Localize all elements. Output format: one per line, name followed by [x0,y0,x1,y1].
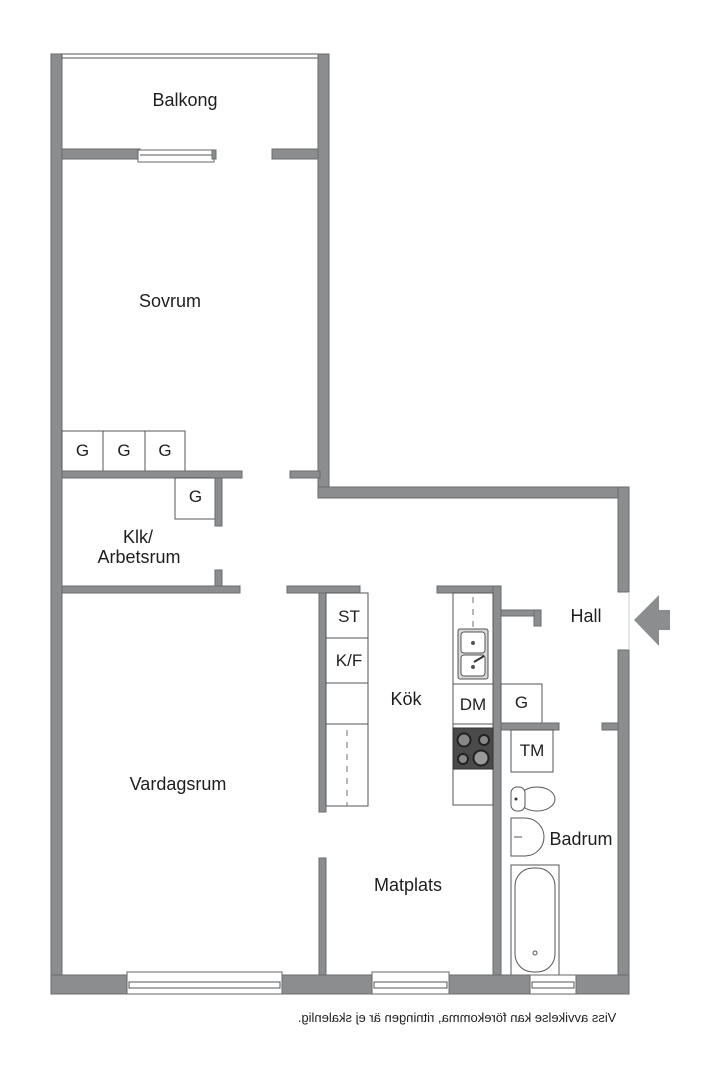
closet-hall [500,683,543,725]
wall-right-lower [617,649,630,995]
wall-balkong-sovrum-left [61,148,141,160]
wall-balkong-sovrum-right [271,148,319,160]
wall-hall-badrum-left [500,722,560,731]
wall-vardagsrum-matplats [318,857,327,979]
closet-sovrum-3 [144,430,186,472]
wall-bottom-2 [281,974,373,995]
room-label-sovrum: Sovrum [138,291,201,311]
wall-right-upper [617,486,630,593]
wall-kitchen-right-top [436,585,501,594]
room-label-badrum: Badrum [549,829,613,849]
wall-klk-right-upper [214,477,223,527]
closet-label-klk: G [188,487,203,506]
closet-label-sovrum-1: G [75,441,90,460]
wall-kitchen-left-top [286,585,361,594]
closet-klk [174,477,217,520]
wall-klk-right-lower [214,569,223,589]
wall-hall-badrum-right [601,722,621,731]
wall-kitchen-right [492,585,502,977]
wall-bottom-3 [448,974,531,995]
appliance-tm [510,729,554,773]
wall-left-exterior [50,53,63,995]
window-matplats [371,971,450,995]
wall-corridor-top [317,486,630,499]
window-badrum [529,974,577,995]
room-label-balkong: Balkong [152,90,218,110]
counter-st [325,592,369,639]
room-label-vardagsrum: Vardagsrum [129,774,227,794]
room-label-kok: Kök [390,689,422,709]
balcony-railing [61,53,321,59]
wall-klk-vardagsrum [61,585,241,594]
closet-label-sovrum-3: G [158,441,172,460]
counter-blank [325,682,369,725]
room-label-klk-line2: Arbetsrum [97,547,181,567]
wash-basin [510,817,545,857]
counter-dm [452,683,494,725]
balcony-window [137,149,215,163]
room-label-hall: Hall [570,606,602,626]
disclaimer-text: Viss avvikelse kan förekomma, ritningen … [297,1010,617,1025]
wall-sovrum-right [317,53,330,499]
window-vardagsrum [126,971,283,995]
appliance-label-dm: DM [459,695,487,714]
room-label-klk-line1: Klk/ [122,527,153,547]
wall-bottom-1 [50,974,128,995]
appliance-label-tm: TM [519,741,545,760]
room-label-matplats: Matplats [373,875,443,895]
wall-bottom-4 [575,974,630,995]
appliance-label-kf: K/F [335,651,363,670]
wall-sovrum-corridor [289,470,321,479]
wall-sovrum-klk [61,470,243,479]
appliance-label-st: ST [338,607,360,626]
entrance-arrow-icon [634,595,670,646]
wall-kitchen-left [318,592,327,813]
closet-label-hall: G [514,693,529,712]
counter-kf [325,637,369,684]
closet-label-sovrum-2: G [117,441,131,460]
